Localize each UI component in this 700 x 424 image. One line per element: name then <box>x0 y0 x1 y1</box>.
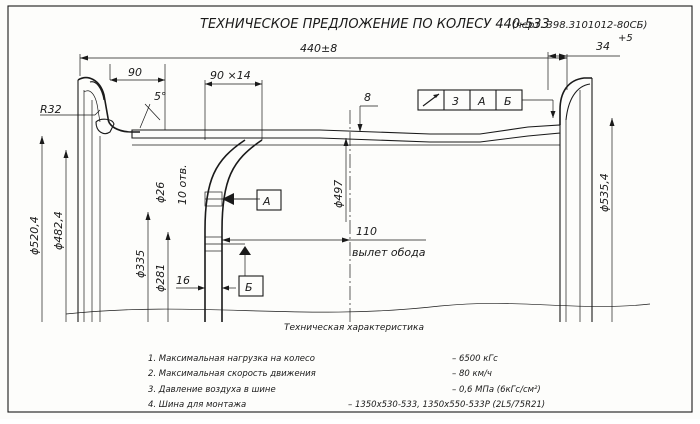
radius-label: R32 <box>40 103 62 116</box>
drawing-reference: (черт. 398.3101012-80СБ) <box>512 20 647 31</box>
holes-label: 90 ×14 <box>210 69 251 82</box>
diameter-497-label: ϕ497 <box>332 180 345 208</box>
break-line <box>65 303 651 315</box>
diameter-520-label: ϕ520,4 <box>28 216 41 255</box>
datum-a <box>222 189 282 211</box>
spec-item-value: – 0,6 МПа (6кГс/см²) <box>452 385 541 395</box>
dimension-holes <box>204 80 263 140</box>
dimension-16 <box>176 285 236 291</box>
left-flange <box>77 76 140 322</box>
spec-item-value: – 6500 кГс <box>452 354 498 364</box>
tolerance-frame <box>417 89 556 118</box>
datum-a-label: А <box>262 195 271 208</box>
diameter-26-label: ϕ26 <box>154 182 167 203</box>
angle-label: 5° <box>154 90 167 103</box>
tolerance-base-a: А <box>477 95 486 108</box>
holes-count-label: 10 отв. <box>176 164 189 205</box>
flange-width-label: 34 <box>596 40 610 53</box>
spec-list: 1. Максимальная нагрузка на колесо – 650… <box>148 354 545 410</box>
diameter-lines-left <box>39 136 171 322</box>
dimension-left-offset <box>109 64 166 130</box>
spec-item-label: 3. Давление воздуха в шине <box>148 385 276 395</box>
spec-item-label: 2. Максимальная скорость движения <box>148 369 316 379</box>
wheel-disc <box>204 139 263 322</box>
spec-item-label: 1. Максимальная нагрузка на колесо <box>148 354 315 364</box>
dimension-overall-width <box>79 54 568 90</box>
diameter-335-label: ϕ335 <box>134 250 147 278</box>
left-offset-label: 90 <box>128 66 142 79</box>
offset-text-label: вылет обода <box>352 246 426 259</box>
spec-item-label: 4. Шина для монтажа <box>148 400 246 410</box>
datum-b-label: Б <box>245 281 253 294</box>
diameter-281-label: ϕ281 <box>154 264 167 292</box>
tolerance-value: 3 <box>452 95 459 108</box>
datum-b <box>238 246 264 297</box>
spec-item-value: – 1350х530-533, 1350х550-533Р (2L5/75R21… <box>348 400 545 410</box>
offset-value-label: 110 <box>356 225 377 238</box>
drawing-title: ТЕХНИЧЕСКОЕ ПРЕДЛОЖЕНИЕ ПО КОЛЕСУ 440-53… <box>200 17 550 32</box>
dimension-flange-width <box>547 52 620 90</box>
spec-title: Техническая характеристика <box>284 323 424 333</box>
offset-dimension <box>222 110 426 322</box>
tolerance-base-b: Б <box>504 95 512 108</box>
flange-width-tolerance: +5 <box>618 33 633 44</box>
right-flange <box>559 77 593 322</box>
dimension-16-label: 16 <box>176 274 190 287</box>
drawing-frame <box>7 5 693 413</box>
overall-width-label: 440±8 <box>300 42 337 55</box>
diameter-535-label: ϕ535,4 <box>598 173 611 212</box>
thickness-label: 8 <box>364 91 371 104</box>
diameter-482-label: ϕ482,4 <box>52 211 65 250</box>
spec-item-value: – 80 км/ч <box>452 369 492 379</box>
